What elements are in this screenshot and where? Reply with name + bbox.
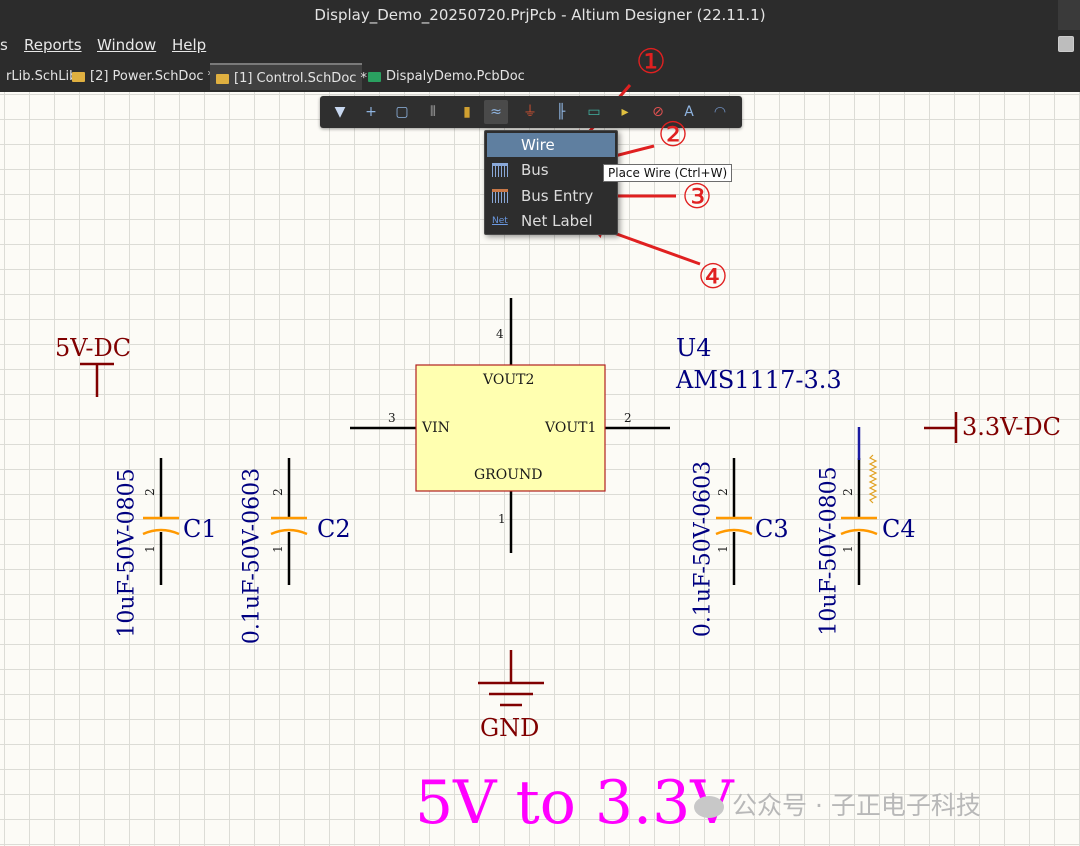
title-bar: Display_Demo_20250720.PrjPcb - Altium De… — [0, 0, 1080, 30]
u4-vin-label: VIN — [422, 420, 450, 436]
tab-pcbdoc[interactable]: DispalyDemo.PcbDoc — [362, 63, 525, 90]
tab-control-schdoc[interactable]: [1] Control.SchDoc * — [210, 63, 367, 90]
document-tabs: rLib.SchLib [2] Power.SchDoc * [1] Contr… — [0, 60, 1080, 92]
tooltip: Place Wire (Ctrl+W) — [603, 164, 733, 182]
u4-vout1-label: VOUT1 — [545, 420, 597, 436]
callout-4: ④ — [697, 257, 729, 297]
u4-body — [415, 364, 606, 492]
wiring-dropdown-menu: Wire Bus Bus Entry Net Net Label — [484, 130, 618, 235]
menu-item-bus[interactable]: Bus — [487, 158, 615, 182]
menu-item-help[interactable]: Help — [172, 36, 207, 54]
tab-schlib[interactable]: rLib.SchLib — [0, 63, 77, 90]
callout-2: ② — [657, 115, 689, 155]
tab-label: [2] Power.SchDoc * — [90, 69, 215, 84]
u4-pin2-number: 2 — [624, 411, 632, 425]
c2-pin1-number: 1 — [270, 545, 285, 553]
menu-item-label: Net Label — [521, 212, 593, 230]
align-icon[interactable]: ⫴ — [430, 104, 436, 120]
tab-label: DispalyDemo.PcbDoc — [386, 69, 525, 84]
u4-pin1-number: 1 — [498, 512, 506, 526]
net-label-icon: Net — [492, 216, 508, 226]
menu-bar: s Reports Window Help — [0, 30, 1080, 60]
schematic-doc-icon — [216, 73, 229, 84]
c4-pin2-number: 2 — [840, 488, 855, 496]
menu-item-label: Bus — [521, 161, 549, 179]
watermark-text: 公众号 · 子正电子科技 — [732, 791, 981, 820]
tab-label: rLib.SchLib — [6, 69, 78, 84]
c1-pin1-number: 1 — [142, 545, 157, 553]
u4-pin4-number: 4 — [496, 327, 504, 341]
menu-item-reports[interactable]: Reports — [24, 36, 82, 54]
watermark: 公众号 · 子正电子科技 — [694, 786, 981, 822]
sheet-symbol-icon[interactable]: ▭ — [587, 104, 601, 120]
c2-designator: C2 — [317, 515, 351, 543]
tab-power-schdoc[interactable]: [2] Power.SchDoc * — [66, 63, 215, 90]
u4-ground-label: GROUND — [474, 467, 543, 483]
filter-icon[interactable]: ▼ — [334, 104, 346, 120]
wechat-icon — [694, 796, 724, 818]
gnd-port: GND — [480, 714, 540, 742]
c1-plate-bottom — [142, 528, 180, 536]
c3-pin2-number: 2 — [715, 488, 730, 496]
c2-plate-bottom — [270, 528, 308, 536]
u4-designator: U4 — [676, 334, 712, 362]
menu-item-window[interactable]: Window — [97, 36, 157, 54]
c1-value: 10uF-50V-0805 — [114, 468, 140, 638]
c2-pin2-number: 2 — [270, 488, 285, 496]
arc-icon[interactable]: ◠ — [713, 104, 727, 120]
pcb-doc-icon — [368, 71, 381, 82]
power-port-3v3: 3.3V-DC — [962, 413, 1062, 441]
c4-designator: C4 — [882, 515, 916, 543]
menu-item-label: Wire — [521, 136, 555, 154]
schematic-title-text: 5V to 3.3V — [415, 768, 734, 838]
wire-icon — [492, 138, 508, 152]
c3-designator: C3 — [755, 515, 789, 543]
tab-label: [1] Control.SchDoc * — [234, 71, 368, 86]
window-title: Display_Demo_20250720.PrjPcb - Altium De… — [314, 6, 766, 24]
text-icon[interactable]: A — [684, 104, 694, 120]
u4-part-number: AMS1117-3.3 — [676, 366, 842, 394]
wire-icon[interactable]: ≈ — [484, 100, 508, 124]
menu-item-label: Bus Entry — [521, 187, 594, 205]
cross-icon[interactable]: + — [365, 104, 377, 120]
power-port-5v: 5V-DC — [55, 334, 132, 362]
callout-1: ① — [635, 42, 667, 82]
menu-item-wire[interactable]: Wire — [487, 133, 615, 157]
c2-value: 0.1uF-50V-0603 — [239, 467, 265, 645]
power-port-icon[interactable]: ⏚ — [523, 104, 537, 120]
callout-3: ③ — [681, 177, 713, 217]
c1-designator: C1 — [183, 515, 217, 543]
u4-vout2-label: VOUT2 — [483, 372, 535, 388]
menu-item-net-label[interactable]: Net Net Label — [487, 209, 615, 233]
no-erc-icon[interactable]: ⊘ — [652, 104, 664, 120]
c3-value: 0.1uF-50V-0603 — [690, 460, 716, 638]
port-icon[interactable]: ▸ — [621, 104, 629, 120]
c3-pin1-number: 1 — [715, 545, 730, 553]
menu-item-partial[interactable]: s — [0, 36, 8, 54]
bus-entry-icon — [492, 189, 508, 203]
c4-value: 10uF-50V-0805 — [816, 466, 842, 636]
c4-pin1-number: 1 — [840, 545, 855, 553]
window-control-button[interactable] — [1058, 0, 1080, 30]
schematic-doc-icon — [72, 71, 85, 82]
chat-icon[interactable] — [1058, 36, 1074, 52]
harness-icon[interactable]: ╟ — [556, 104, 566, 120]
part-icon[interactable]: ▮ — [463, 104, 471, 120]
c3-plate-bottom — [715, 528, 753, 536]
active-bar-toolbar: ▼ + ▢ ⫴ ▮ ≈ ⏚ ╟ ▭ ▸ ⊘ A ◠ — [320, 96, 742, 128]
wire-cursor-trace — [868, 454, 878, 504]
menu-item-bus-entry[interactable]: Bus Entry — [487, 184, 615, 208]
c4-plate-bottom — [840, 528, 878, 536]
bus-icon — [492, 163, 508, 177]
u4-pin3-number: 3 — [388, 411, 396, 425]
select-rect-icon[interactable]: ▢ — [395, 104, 409, 120]
c1-pin2-number: 2 — [142, 488, 157, 496]
